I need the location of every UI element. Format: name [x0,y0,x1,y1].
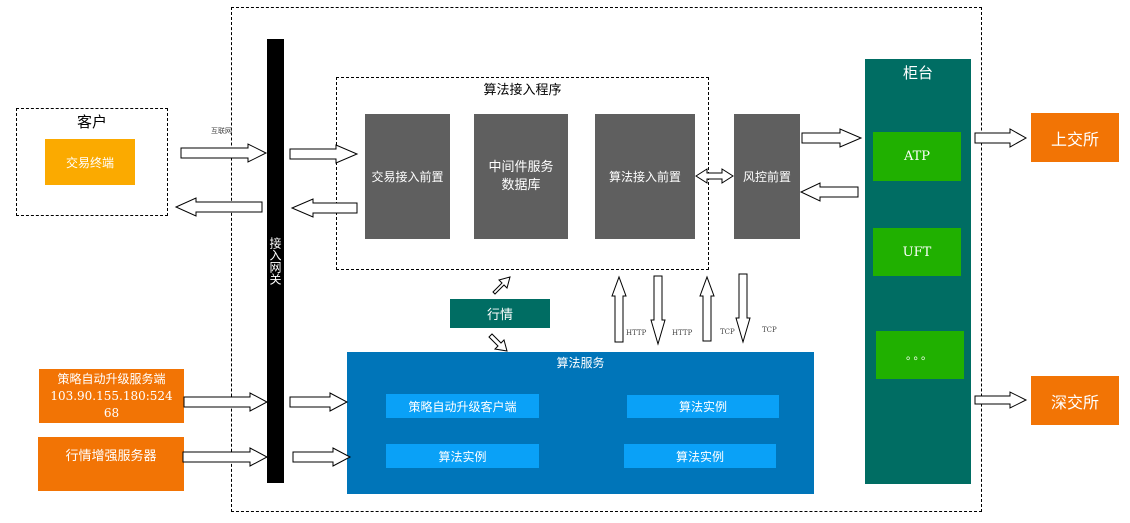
customer-title: 客户 [76,113,107,131]
customer-group: 客户 [16,108,168,216]
protocol-label-tcp-down: TCP [762,326,777,334]
internet-label: 互联网 [211,127,232,135]
algo-service-group: 算法服务 [347,352,814,494]
market-data: 行情 [450,299,550,328]
algo-instance: 算法实例 [627,395,779,418]
market-enhance-server: 行情增强服务器 [38,437,184,491]
counter-title: 柜台 [902,64,933,82]
strategy-upgrade-client: 策略自动升级客户端 [386,394,539,418]
system-boundary [231,7,982,512]
protocol-label-tcp-up: TCP [720,328,735,336]
counter-atp: ATP [873,132,961,181]
algo-instance: 算法实例 [386,444,539,468]
algo-instance: 算法实例 [624,444,776,468]
algo-service-title: 算法服务 [556,356,605,370]
protocol-label-http-up: HTTP [626,329,647,337]
counter-more: 。。。 [876,331,964,379]
counter-uft: UFT [873,228,961,276]
gateway-label: 接入网关 [268,237,282,285]
trading-terminal: 交易终端 [45,139,135,185]
arrow-right-icon [974,128,1028,148]
strategy-upgrade-server: 策略自动升级服务端 103.90.155.180:524 68 [39,369,184,423]
algo-access-program-title: 算法接入程序 [483,83,562,98]
protocol-label-http-down: HTTP [672,329,693,337]
exchange-sse: 上交所 [1031,113,1119,162]
arrow-right-icon [974,391,1028,409]
exchange-szse: 深交所 [1031,376,1119,425]
algo-access-front: 算法接入前置 [595,114,695,239]
middleware-db: 中间件服务 数据库 [474,114,568,239]
risk-control-front: 风控前置 [734,114,800,239]
trade-access-front: 交易接入前置 [365,114,450,239]
access-gateway: 接入网关 [267,39,284,483]
